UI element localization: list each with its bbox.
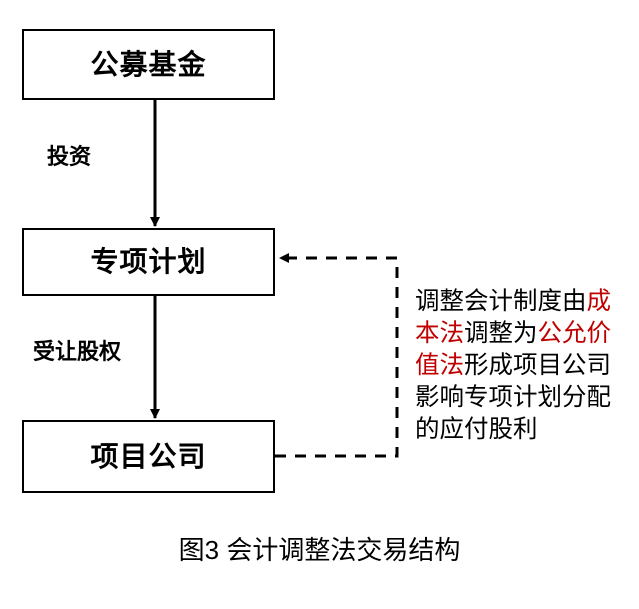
annotation-highlight-1: 成本法 — [415, 288, 611, 347]
edge-label-invest: 投资 — [47, 144, 92, 169]
node-label-public-fund: 公募基金 — [90, 48, 207, 80]
node-label-special-plan: 专项计划 — [90, 246, 207, 277]
annotation-text: 调整会计制度由成本法调整为公允价值法形成项目公司影响专项计划分配的应付股利 — [415, 286, 631, 446]
connector-project-to-plan — [275, 253, 399, 458]
figure-caption: 图3 会计调整法交易结构 — [178, 535, 461, 565]
annotation-segment-2: 调整为 — [464, 320, 538, 347]
node-project-company[interactable]: 项目公司 — [22, 420, 275, 493]
node-special-plan[interactable]: 专项计划 — [22, 228, 275, 296]
node-public-fund[interactable]: 公募基金 — [22, 29, 275, 100]
annotation-segment-4: 形成项目公司影响专项计划分配的应付股利 — [415, 352, 611, 443]
node-label-project-company: 项目公司 — [90, 440, 207, 472]
annotation-highlight-3: 公允价值法 — [415, 320, 611, 379]
edge-label-equity-transfer: 受让股权 — [33, 339, 122, 364]
annotation-segment-0: 调整会计制度由 — [415, 288, 587, 315]
